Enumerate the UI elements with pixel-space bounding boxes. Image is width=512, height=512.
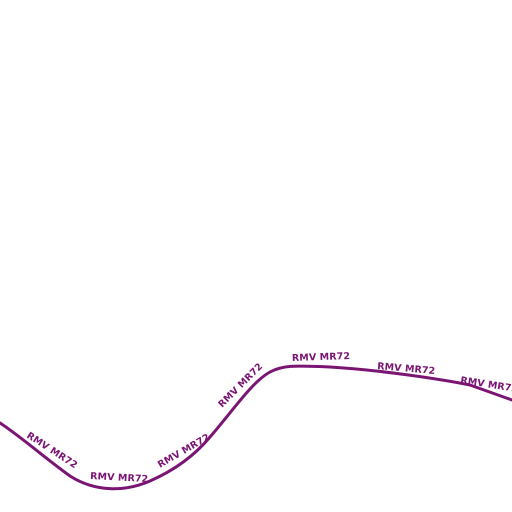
route-label: RMV MR72 [292, 351, 351, 364]
route-label: RMV MR72 [377, 361, 436, 377]
route-label: RMV MR72 [90, 471, 149, 485]
route-line-rmv-mr72[interactable] [0, 364, 512, 491]
